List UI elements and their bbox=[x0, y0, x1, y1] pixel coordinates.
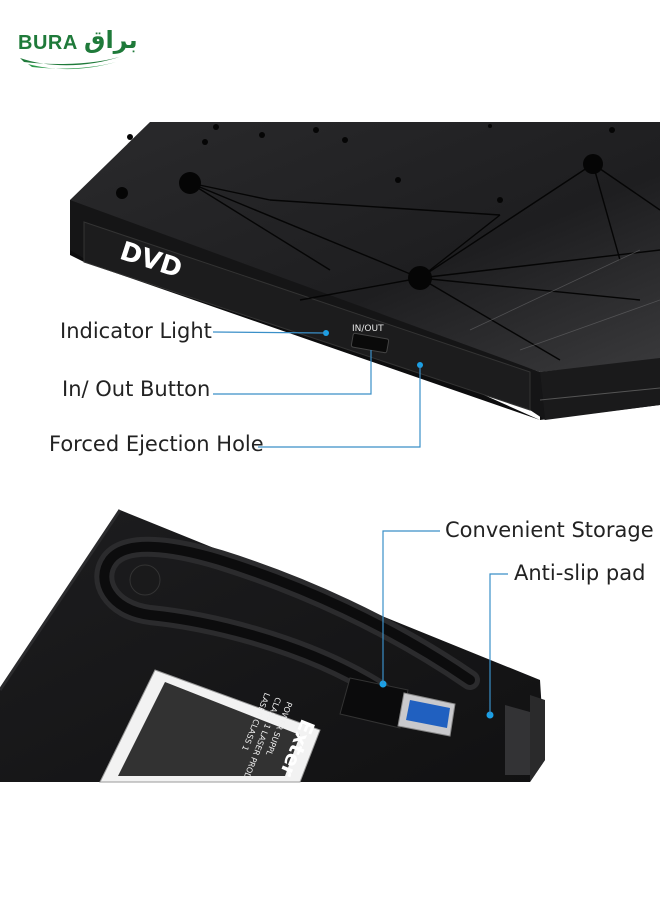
brand-logo: BURA براق bbox=[18, 26, 138, 74]
in-out-label: IN/OUT bbox=[352, 324, 384, 334]
dvd-drive-top-view: DVD IN/OUT bbox=[70, 122, 660, 420]
dvd-drive-bottom-view: Exter POWER SUPPL CLASS 1 LASER PROD LAS… bbox=[0, 509, 545, 783]
in-out-button[interactable] bbox=[350, 332, 390, 354]
callout-indicator-light: Indicator Light bbox=[60, 319, 212, 343]
logo-latin-text: BURA bbox=[18, 32, 78, 54]
callout-convenient-storage: Convenient Storage bbox=[445, 518, 654, 542]
callout-in-out-button: In/ Out Button bbox=[62, 377, 211, 401]
logo-arabic-text: براق bbox=[84, 26, 138, 54]
callout-forced-ejection-hole: Forced Ejection Hole bbox=[49, 432, 264, 456]
callout-anti-slip-pad: Anti-slip pad bbox=[514, 561, 646, 585]
